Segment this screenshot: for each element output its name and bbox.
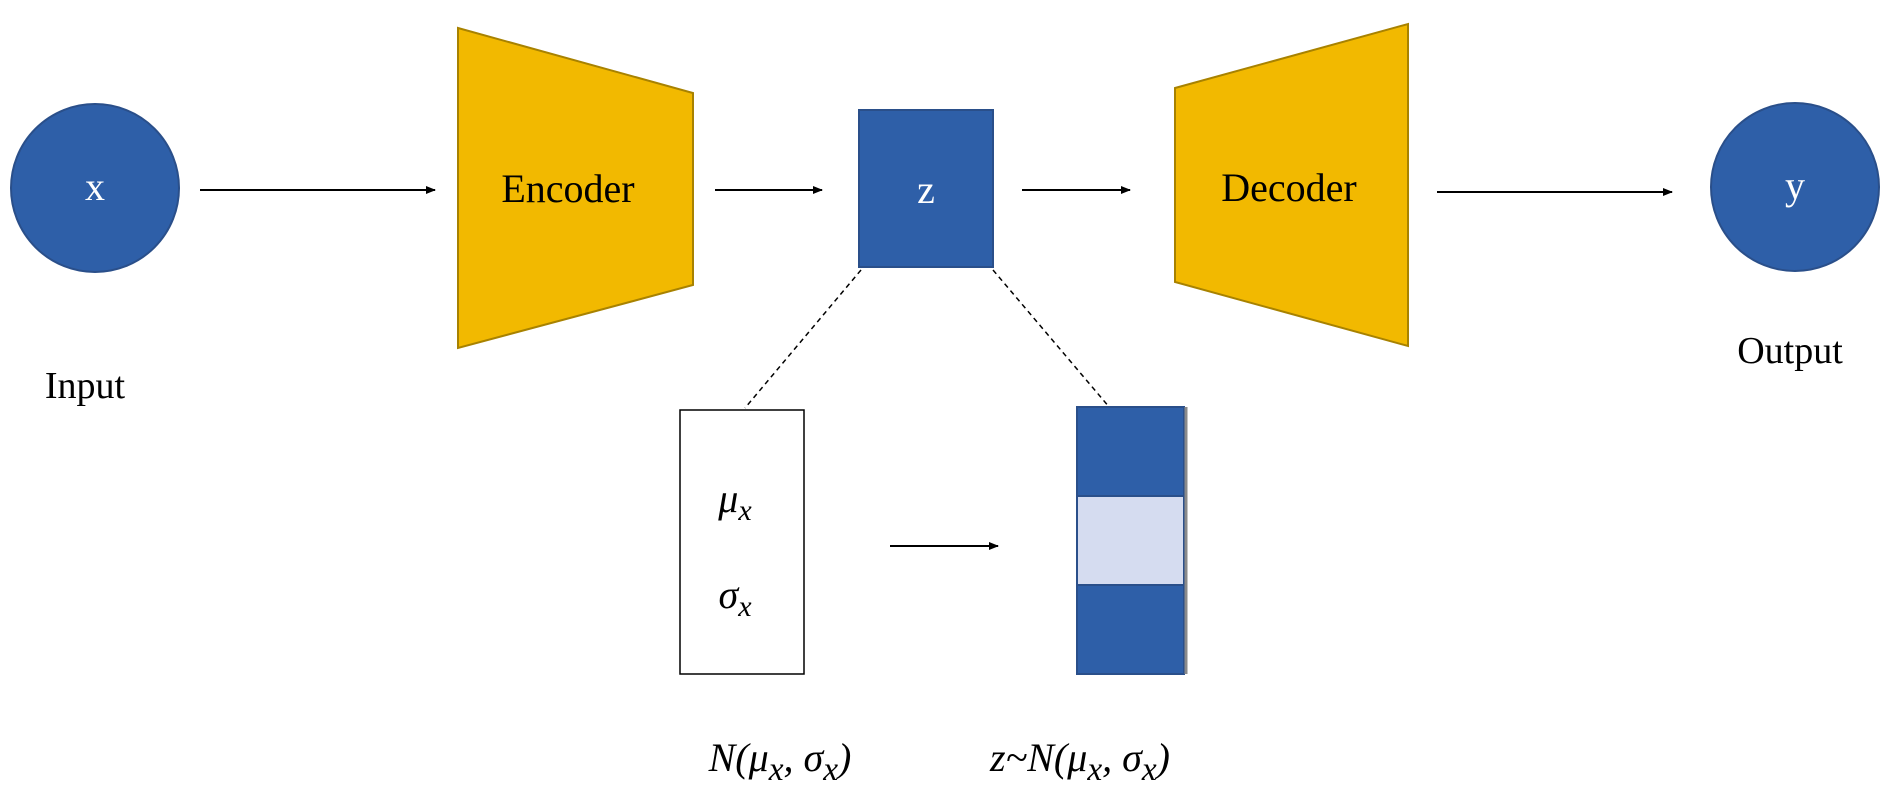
zoom-line-right [992, 269, 1111, 409]
zoom-line-left [744, 269, 862, 409]
distribution-caption-wrap: N(μx, σx) [708, 735, 852, 788]
input-symbol: x [85, 164, 105, 209]
output-node [1710, 102, 1880, 272]
sample-caption: z~N(μx, σx) [990, 735, 1170, 788]
encoder-label: Encoder [501, 166, 634, 211]
sigma-symbol: σ [718, 572, 739, 617]
input-node [10, 103, 180, 273]
sample-caption-wrap: z~N(μx, σx) [990, 735, 1170, 788]
decoder-block [1174, 22, 1409, 348]
distribution-caption: N(μx, σx) [708, 735, 852, 788]
mu-subscript: x [737, 494, 752, 527]
encoder-block [457, 26, 694, 350]
mu-symbol: μ [717, 476, 738, 521]
latent-node [858, 109, 994, 268]
sigma-label: σx [718, 572, 752, 623]
sample-segment-middle [1076, 495, 1185, 586]
output-caption: Output [1737, 330, 1843, 372]
mu-label: μx [717, 476, 752, 527]
sigma-subscript: x [737, 590, 752, 623]
sample-segment-top [1076, 406, 1185, 497]
output-symbol: y [1785, 163, 1805, 208]
decoder-label: Decoder [1221, 165, 1356, 210]
distribution-box [679, 409, 805, 675]
sample-segment-bottom [1076, 584, 1185, 675]
input-caption: Input [45, 365, 126, 407]
latent-symbol: z [917, 167, 935, 212]
